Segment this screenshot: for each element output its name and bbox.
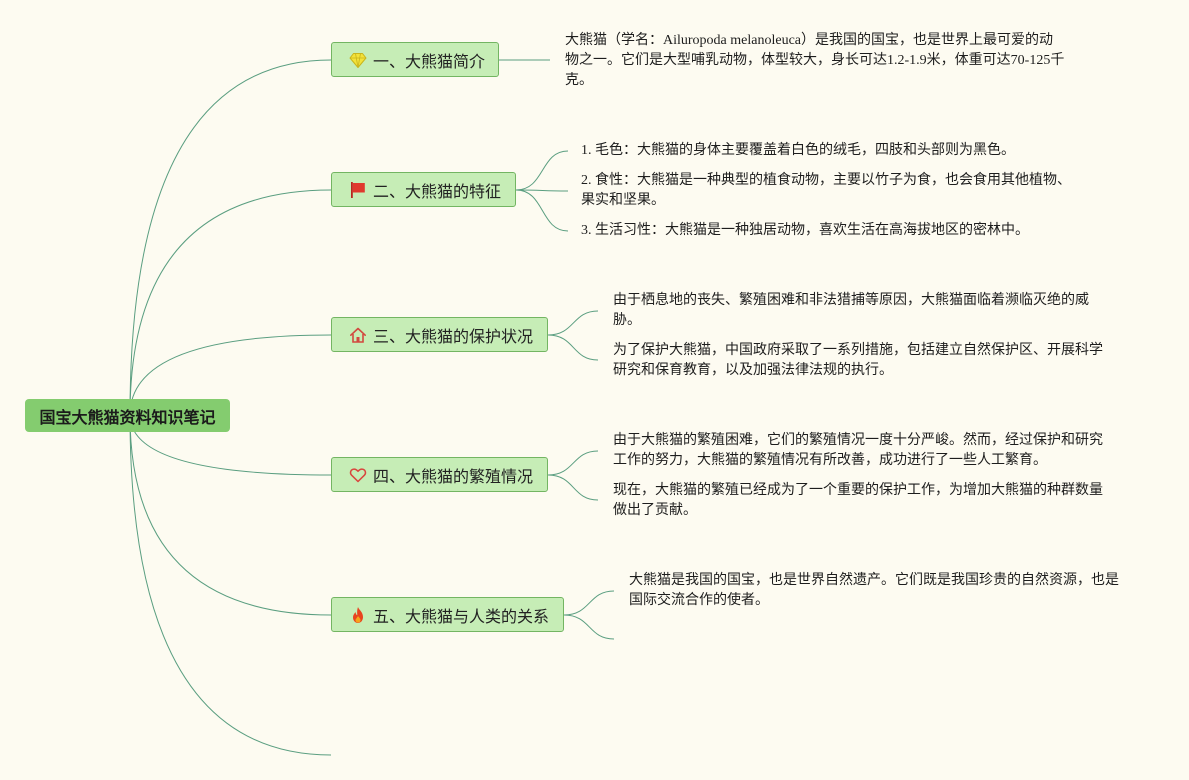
root-topic[interactable]: 国宝大熊猫资料知识笔记 — [25, 399, 230, 432]
root-topic-label: 国宝大熊猫资料知识笔记 — [39, 409, 216, 427]
note-line: 果实和坚果。 — [581, 193, 665, 208]
note-line: 工作的努力，大熊猫的繁殖情况有所改善，成功进行了一些人工繁育。 — [613, 453, 1047, 468]
connector-topic-3-note-2 — [547, 334, 599, 361]
connector-topic-4-note-2 — [547, 474, 599, 501]
connector-root-empty-branch — [129, 414, 332, 756]
note-line: 由于大熊猫的繁殖困难，它们的繁殖情况一度十分严峻。然而，经过保护和研究 — [613, 433, 1103, 448]
subtopic-fur-color[interactable]: 1. 毛色：大熊猫的身体主要覆盖着白色的绒毛，四肢和头部则为黑色。 — [581, 141, 1015, 161]
flag-icon — [349, 181, 367, 199]
note-line: 物之一。它们是大型哺乳动物，体型较大，身长可达1.2-1.9米，体重可达70-1… — [565, 53, 1065, 68]
fire-icon — [349, 606, 367, 624]
note-line: 2. 食性：大熊猫是一种典型的植食动物，主要以竹子为食，也会食用其他植物、 — [581, 173, 1071, 188]
subtopic-breeding-now[interactable]: 现在，大熊猫的繁殖已经成为了一个重要的保护工作，为增加大熊猫的种群数量 做出了贡… — [613, 481, 1103, 521]
home-icon — [349, 326, 367, 344]
note-line: 大熊猫是我国的国宝，也是世界自然遗产。它们既是我国珍贵的自然资源，也是 — [629, 573, 1119, 588]
topic-panda-breeding[interactable]: 四、大熊猫的繁殖情况 — [331, 457, 548, 492]
topic-panda-protection[interactable]: 三、大熊猫的保护状况 — [331, 317, 548, 352]
note-line: 1. 毛色：大熊猫的身体主要覆盖着白色的绒毛，四肢和头部则为黑色。 — [581, 143, 1015, 158]
note-line: 克。 — [565, 73, 593, 88]
note-line: 大熊猫（学名：Ailuropoda melanoleuca）是我国的国宝，也是世… — [565, 33, 1054, 48]
connector-root-topic-3 — [129, 334, 332, 416]
topic-label: 二、大熊猫的特征 — [373, 183, 502, 201]
heart-icon — [349, 466, 367, 484]
topic-panda-intro[interactable]: 一、大熊猫简介 — [331, 42, 499, 77]
note-line: 研究和保育教育，以及加强法律法规的执行。 — [613, 363, 893, 378]
note-line: 做出了贡献。 — [613, 503, 697, 518]
topic-label: 五、大熊猫与人类的关系 — [373, 608, 550, 626]
subtopic-endangered-causes[interactable]: 由于栖息地的丧失、繁殖困难和非法猎捕等原因，大熊猫面临着濒临灭绝的威 胁。 — [613, 291, 1089, 331]
topic-panda-human-relation[interactable]: 五、大熊猫与人类的关系 — [331, 597, 564, 632]
connector-topic-2-note-2 — [515, 189, 569, 192]
diamond-icon — [349, 51, 367, 69]
topic-label: 一、大熊猫简介 — [373, 53, 486, 71]
connector-root-topic-5 — [129, 414, 332, 616]
connector-topic-4-note-1 — [547, 450, 599, 476]
subtopic-protection-measures[interactable]: 为了保护大熊猫，中国政府采取了一系列措施，包括建立自然保护区、开展科学 研究和保… — [613, 341, 1103, 381]
connector-root-topic-2 — [129, 189, 332, 416]
connector-root-topic-1 — [129, 59, 332, 416]
connector-topic-5-note-1 — [563, 590, 615, 616]
note-line: 国际交流合作的使者。 — [629, 593, 769, 608]
note-line: 3. 生活习性：大熊猫是一种独居动物，喜欢生活在高海拔地区的密林中。 — [581, 223, 1029, 238]
subtopic-breeding-difficulty[interactable]: 由于大熊猫的繁殖困难，它们的繁殖情况一度十分严峻。然而，经过保护和研究 工作的努… — [613, 431, 1103, 471]
subtopic-habits[interactable]: 3. 生活习性：大熊猫是一种独居动物，喜欢生活在高海拔地区的密林中。 — [581, 221, 1029, 241]
topic-panda-features[interactable]: 二、大熊猫的特征 — [331, 172, 516, 207]
note-line: 为了保护大熊猫，中国政府采取了一系列措施，包括建立自然保护区、开展科学 — [613, 343, 1103, 358]
note-line: 由于栖息地的丧失、繁殖困难和非法猎捕等原因，大熊猫面临着濒临灭绝的威 — [613, 293, 1089, 308]
topic-label: 四、大熊猫的繁殖情况 — [373, 468, 534, 486]
note-line: 现在，大熊猫的繁殖已经成为了一个重要的保护工作，为增加大熊猫的种群数量 — [613, 483, 1103, 498]
subtopic-intro-text[interactable]: 大熊猫（学名：Ailuropoda melanoleuca）是我国的国宝，也是世… — [565, 31, 1064, 91]
note-line: 胁。 — [613, 313, 641, 328]
connector-topic-5-empty-branch — [563, 614, 615, 640]
subtopic-diet[interactable]: 2. 食性：大熊猫是一种典型的植食动物，主要以竹子为食，也会食用其他植物、 果实… — [581, 171, 1071, 211]
connector-topic-2-note-1 — [515, 150, 569, 191]
subtopic-national-treasure[interactable]: 大熊猫是我国的国宝，也是世界自然遗产。它们既是我国珍贵的自然资源，也是 国际交流… — [629, 571, 1119, 611]
topic-label: 三、大熊猫的保护状况 — [373, 328, 534, 346]
connector-topic-2-note-3 — [515, 189, 569, 232]
connector-topic-3-note-1 — [547, 310, 599, 336]
